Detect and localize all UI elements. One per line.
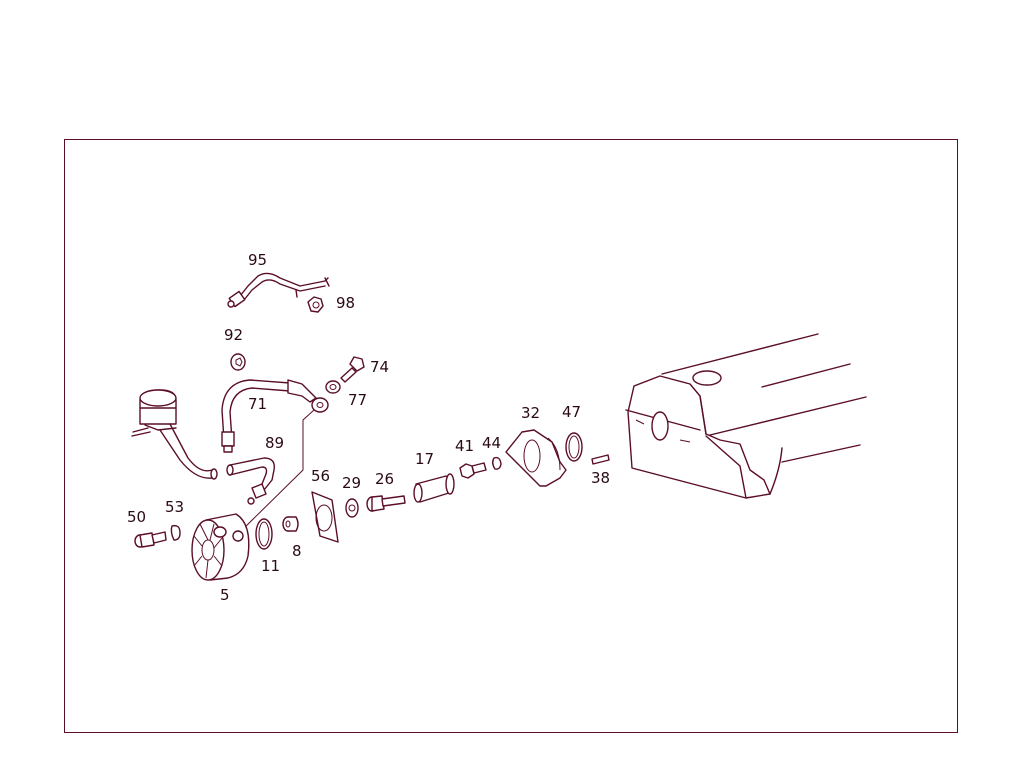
part-53-washer[interactable] (170, 524, 181, 541)
part-92-grommet[interactable] (230, 353, 246, 371)
label-44: 44 (482, 434, 501, 452)
part-5-pump[interactable] (191, 513, 250, 581)
label-32: 32 (521, 404, 540, 422)
label-47: 47 (562, 403, 581, 421)
part-17-drive-sleeve[interactable] (413, 473, 455, 503)
part-26-shaft[interactable] (366, 495, 406, 512)
part-11-o-ring[interactable] (255, 518, 273, 550)
label-77: 77 (348, 391, 367, 409)
part-98-nut[interactable] (307, 296, 324, 313)
part-41-bolt[interactable] (459, 462, 487, 479)
part-47-o-ring[interactable] (565, 432, 583, 462)
label-5: 5 (220, 586, 230, 604)
label-53: 53 (165, 498, 184, 516)
label-95: 95 (248, 251, 267, 269)
part-50-bolt[interactable] (134, 531, 167, 548)
part-56-gasket[interactable] (311, 491, 339, 543)
label-17: 17 (415, 450, 434, 468)
leader-line (239, 409, 315, 533)
label-11: 11 (261, 557, 280, 575)
reservoir[interactable] (131, 389, 218, 480)
label-89: 89 (265, 434, 284, 452)
part-44-washer[interactable] (492, 456, 502, 470)
label-41: 41 (455, 437, 474, 455)
part-8-bushing[interactable] (282, 516, 299, 532)
part-74-banjo-bolt[interactable] (340, 356, 365, 383)
label-26: 26 (375, 470, 394, 488)
cylinder-head-cover (625, 333, 867, 499)
diagram-frame (64, 139, 958, 733)
label-98: 98 (336, 294, 355, 312)
label-50: 50 (127, 508, 146, 526)
label-8: 8 (292, 542, 302, 560)
part-38-pin[interactable] (591, 454, 610, 465)
label-74: 74 (370, 358, 389, 376)
part-71-hose[interactable] (221, 379, 329, 453)
part-32-flange[interactable] (505, 429, 567, 487)
part-95-pipe[interactable] (227, 272, 330, 308)
label-38: 38 (591, 469, 610, 487)
label-29: 29 (342, 474, 361, 492)
part-77-seal-ring[interactable] (325, 380, 341, 394)
part-89-hose[interactable] (226, 457, 275, 505)
label-71: 71 (248, 395, 267, 413)
part-labels: 95 98 92 74 71 77 89 56 29 26 17 41 44 3… (127, 251, 610, 604)
part-29-coupling[interactable] (345, 498, 359, 518)
label-56: 56 (311, 467, 330, 485)
label-92: 92 (224, 326, 243, 344)
